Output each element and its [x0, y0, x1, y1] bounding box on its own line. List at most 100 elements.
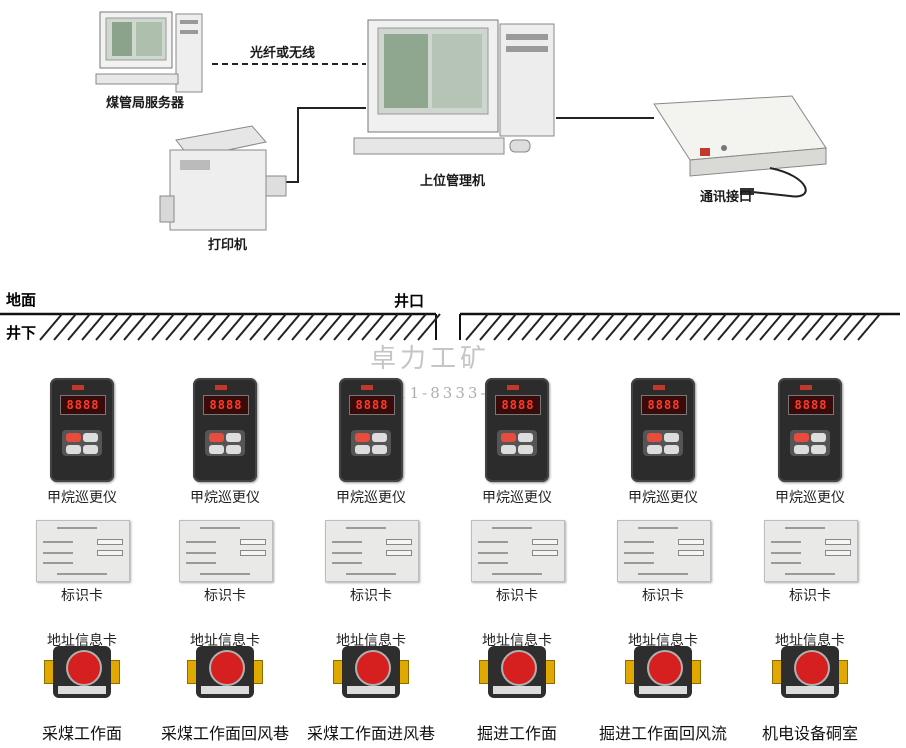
shaft-label: 井口	[394, 292, 425, 310]
device-brand-mark	[800, 385, 812, 390]
card-text-line	[200, 527, 240, 529]
methane-detector-icon: 8888	[339, 378, 403, 482]
methane-detector-icon: 8888	[631, 378, 695, 482]
address-card-label: 地址信息卡	[336, 633, 406, 649]
card-text-line	[785, 527, 825, 529]
device-key	[501, 433, 516, 442]
device-key	[372, 445, 387, 454]
card-text-line	[478, 562, 508, 564]
card-text-line	[57, 573, 107, 575]
card-field-box	[532, 550, 558, 556]
card-text-line	[43, 562, 73, 564]
printer-icon	[159, 125, 287, 231]
address-card-strip	[58, 686, 106, 694]
link-label: 光纤或无线	[250, 46, 316, 61]
methane-detector-icon: 8888	[485, 378, 549, 482]
location-label: 采煤工作面进风巷	[306, 724, 435, 743]
card-field-box	[240, 550, 266, 556]
id-card-label: 标识卡	[204, 588, 246, 604]
device-display: 8888	[495, 395, 541, 415]
comm-label: 通讯接口	[700, 190, 753, 205]
id-card-label: 标识卡	[789, 588, 831, 604]
address-card-disk	[501, 650, 537, 686]
device-key	[518, 445, 533, 454]
device-key	[664, 433, 679, 442]
device-keypad	[351, 430, 391, 456]
id-card-label: 标识卡	[642, 588, 684, 604]
detector-label: 甲烷巡更仪	[336, 490, 406, 506]
card-text-line	[638, 527, 678, 529]
device-keypad	[62, 430, 102, 456]
card-text-line	[771, 562, 801, 564]
card-text-line	[624, 541, 654, 543]
address-card-disk	[794, 650, 830, 686]
id-card-label: 标识卡	[61, 588, 103, 604]
card-field-box	[97, 550, 123, 556]
surface-label: 地面	[6, 291, 37, 309]
device-display: 8888	[203, 395, 249, 415]
device-key	[794, 445, 809, 454]
card-text-line	[346, 527, 386, 529]
address-card-strip	[493, 686, 541, 694]
card-text-line	[43, 541, 73, 543]
host-computer-icon	[353, 19, 555, 155]
network-diagram	[95, 11, 827, 231]
card-text-line	[186, 552, 216, 554]
device-keypad	[205, 430, 245, 456]
device-brand-mark	[361, 385, 373, 390]
location-label: 采煤工作面	[41, 724, 122, 743]
device-key	[355, 433, 370, 442]
device-key	[501, 445, 516, 454]
device-key	[83, 433, 98, 442]
device-key	[66, 433, 81, 442]
detector-label: 甲烷巡更仪	[775, 490, 845, 506]
address-card-icon	[772, 646, 848, 698]
card-text-line	[771, 541, 801, 543]
methane-detector-icon: 8888	[193, 378, 257, 482]
location-label: 机电设备硐室	[761, 724, 858, 743]
device-keypad	[643, 430, 683, 456]
device-key	[226, 445, 241, 454]
device-key	[83, 445, 98, 454]
device-key	[664, 445, 679, 454]
address-card-disk	[66, 650, 102, 686]
server-computer-icon	[95, 11, 203, 93]
device-key	[811, 433, 826, 442]
detector-label: 甲烷巡更仪	[628, 490, 698, 506]
device-key	[209, 433, 224, 442]
address-card-disk	[647, 650, 683, 686]
card-text-line	[332, 552, 362, 554]
id-card-label: 标识卡	[350, 588, 392, 604]
printer-link-line	[278, 107, 366, 183]
device-key	[372, 433, 387, 442]
address-card-icon	[187, 646, 263, 698]
device-brand-mark	[72, 385, 84, 390]
address-card-icon	[625, 646, 701, 698]
card-field-box	[532, 539, 558, 545]
card-text-line	[332, 541, 362, 543]
device-brand-mark	[653, 385, 665, 390]
device-key	[355, 445, 370, 454]
card-field-box	[97, 539, 123, 545]
device-keypad	[497, 430, 537, 456]
card-text-line	[200, 573, 250, 575]
card-text-line	[57, 527, 97, 529]
comm-interface-icon	[653, 95, 827, 198]
address-card-disk	[209, 650, 245, 686]
methane-detector-icon: 8888	[50, 378, 114, 482]
device-key	[794, 433, 809, 442]
card-text-line	[638, 573, 688, 575]
address-card-strip	[639, 686, 687, 694]
id-card-icon	[617, 520, 711, 582]
device-key	[647, 433, 662, 442]
address-card-label: 地址信息卡	[628, 633, 698, 649]
watermark-brand: 卓力工矿	[370, 344, 491, 374]
address-card-label: 地址信息卡	[775, 633, 845, 649]
card-text-line	[186, 562, 216, 564]
id-card-icon	[179, 520, 273, 582]
card-field-box	[825, 539, 851, 545]
device-key	[811, 445, 826, 454]
address-card-label: 地址信息卡	[482, 633, 552, 649]
address-card-icon	[479, 646, 555, 698]
id-card-icon	[471, 520, 565, 582]
